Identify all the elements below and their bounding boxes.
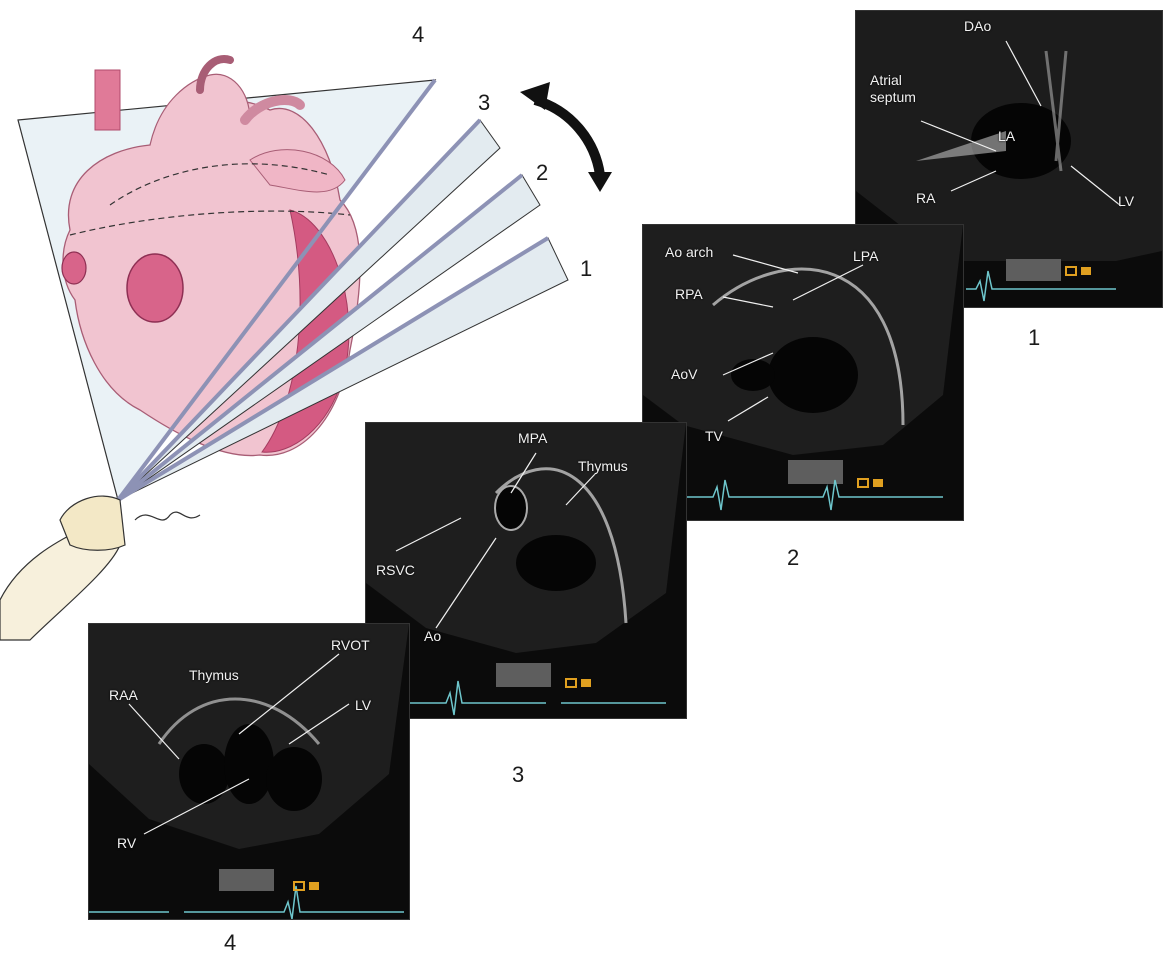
view-number-1: 1 (1028, 325, 1040, 351)
label-ao-arch: Ao arch (665, 245, 713, 260)
view-number-4: 4 (224, 930, 236, 956)
label-dao: DAo (964, 19, 991, 34)
label-atrial-septum-line2: septum (870, 90, 916, 105)
echo-panel-2: Ao arch LPA RPA AoV TV (642, 224, 964, 521)
plane-number-2: 2 (536, 160, 548, 186)
label-raa: RAA (109, 688, 138, 703)
plane-number-4: 4 (412, 22, 424, 48)
label-la: LA (998, 129, 1015, 144)
label-ra: RA (916, 191, 935, 206)
label-rv: RV (117, 836, 136, 851)
label-thymus: Thymus (578, 459, 628, 474)
label-lv: LV (355, 698, 371, 713)
echo-panel-4: Thymus RVOT RAA LV RV (88, 623, 410, 920)
plane-number-3: 3 (478, 90, 490, 116)
label-rvot: RVOT (331, 638, 370, 653)
label-rsvc: RSVC (376, 563, 415, 578)
label-thymus: Thymus (189, 668, 239, 683)
label-tv: TV (705, 429, 723, 444)
label-mpa: MPA (518, 431, 547, 446)
plane-number-1: 1 (580, 256, 592, 282)
label-rpa: RPA (675, 287, 703, 302)
view-number-3: 3 (512, 762, 524, 788)
ultrasound-probe-icon (0, 496, 125, 640)
view-number-2: 2 (787, 545, 799, 571)
label-atrial-septum-line1: Atrial (870, 73, 902, 88)
label-lpa: LPA (853, 249, 878, 264)
label-ao: Ao (424, 629, 441, 644)
label-lv: LV (1118, 194, 1134, 209)
label-aov: AoV (671, 367, 697, 382)
echo-panel-3: MPA Thymus RSVC Ao (365, 422, 687, 719)
curved-double-arrow-icon (520, 82, 612, 192)
